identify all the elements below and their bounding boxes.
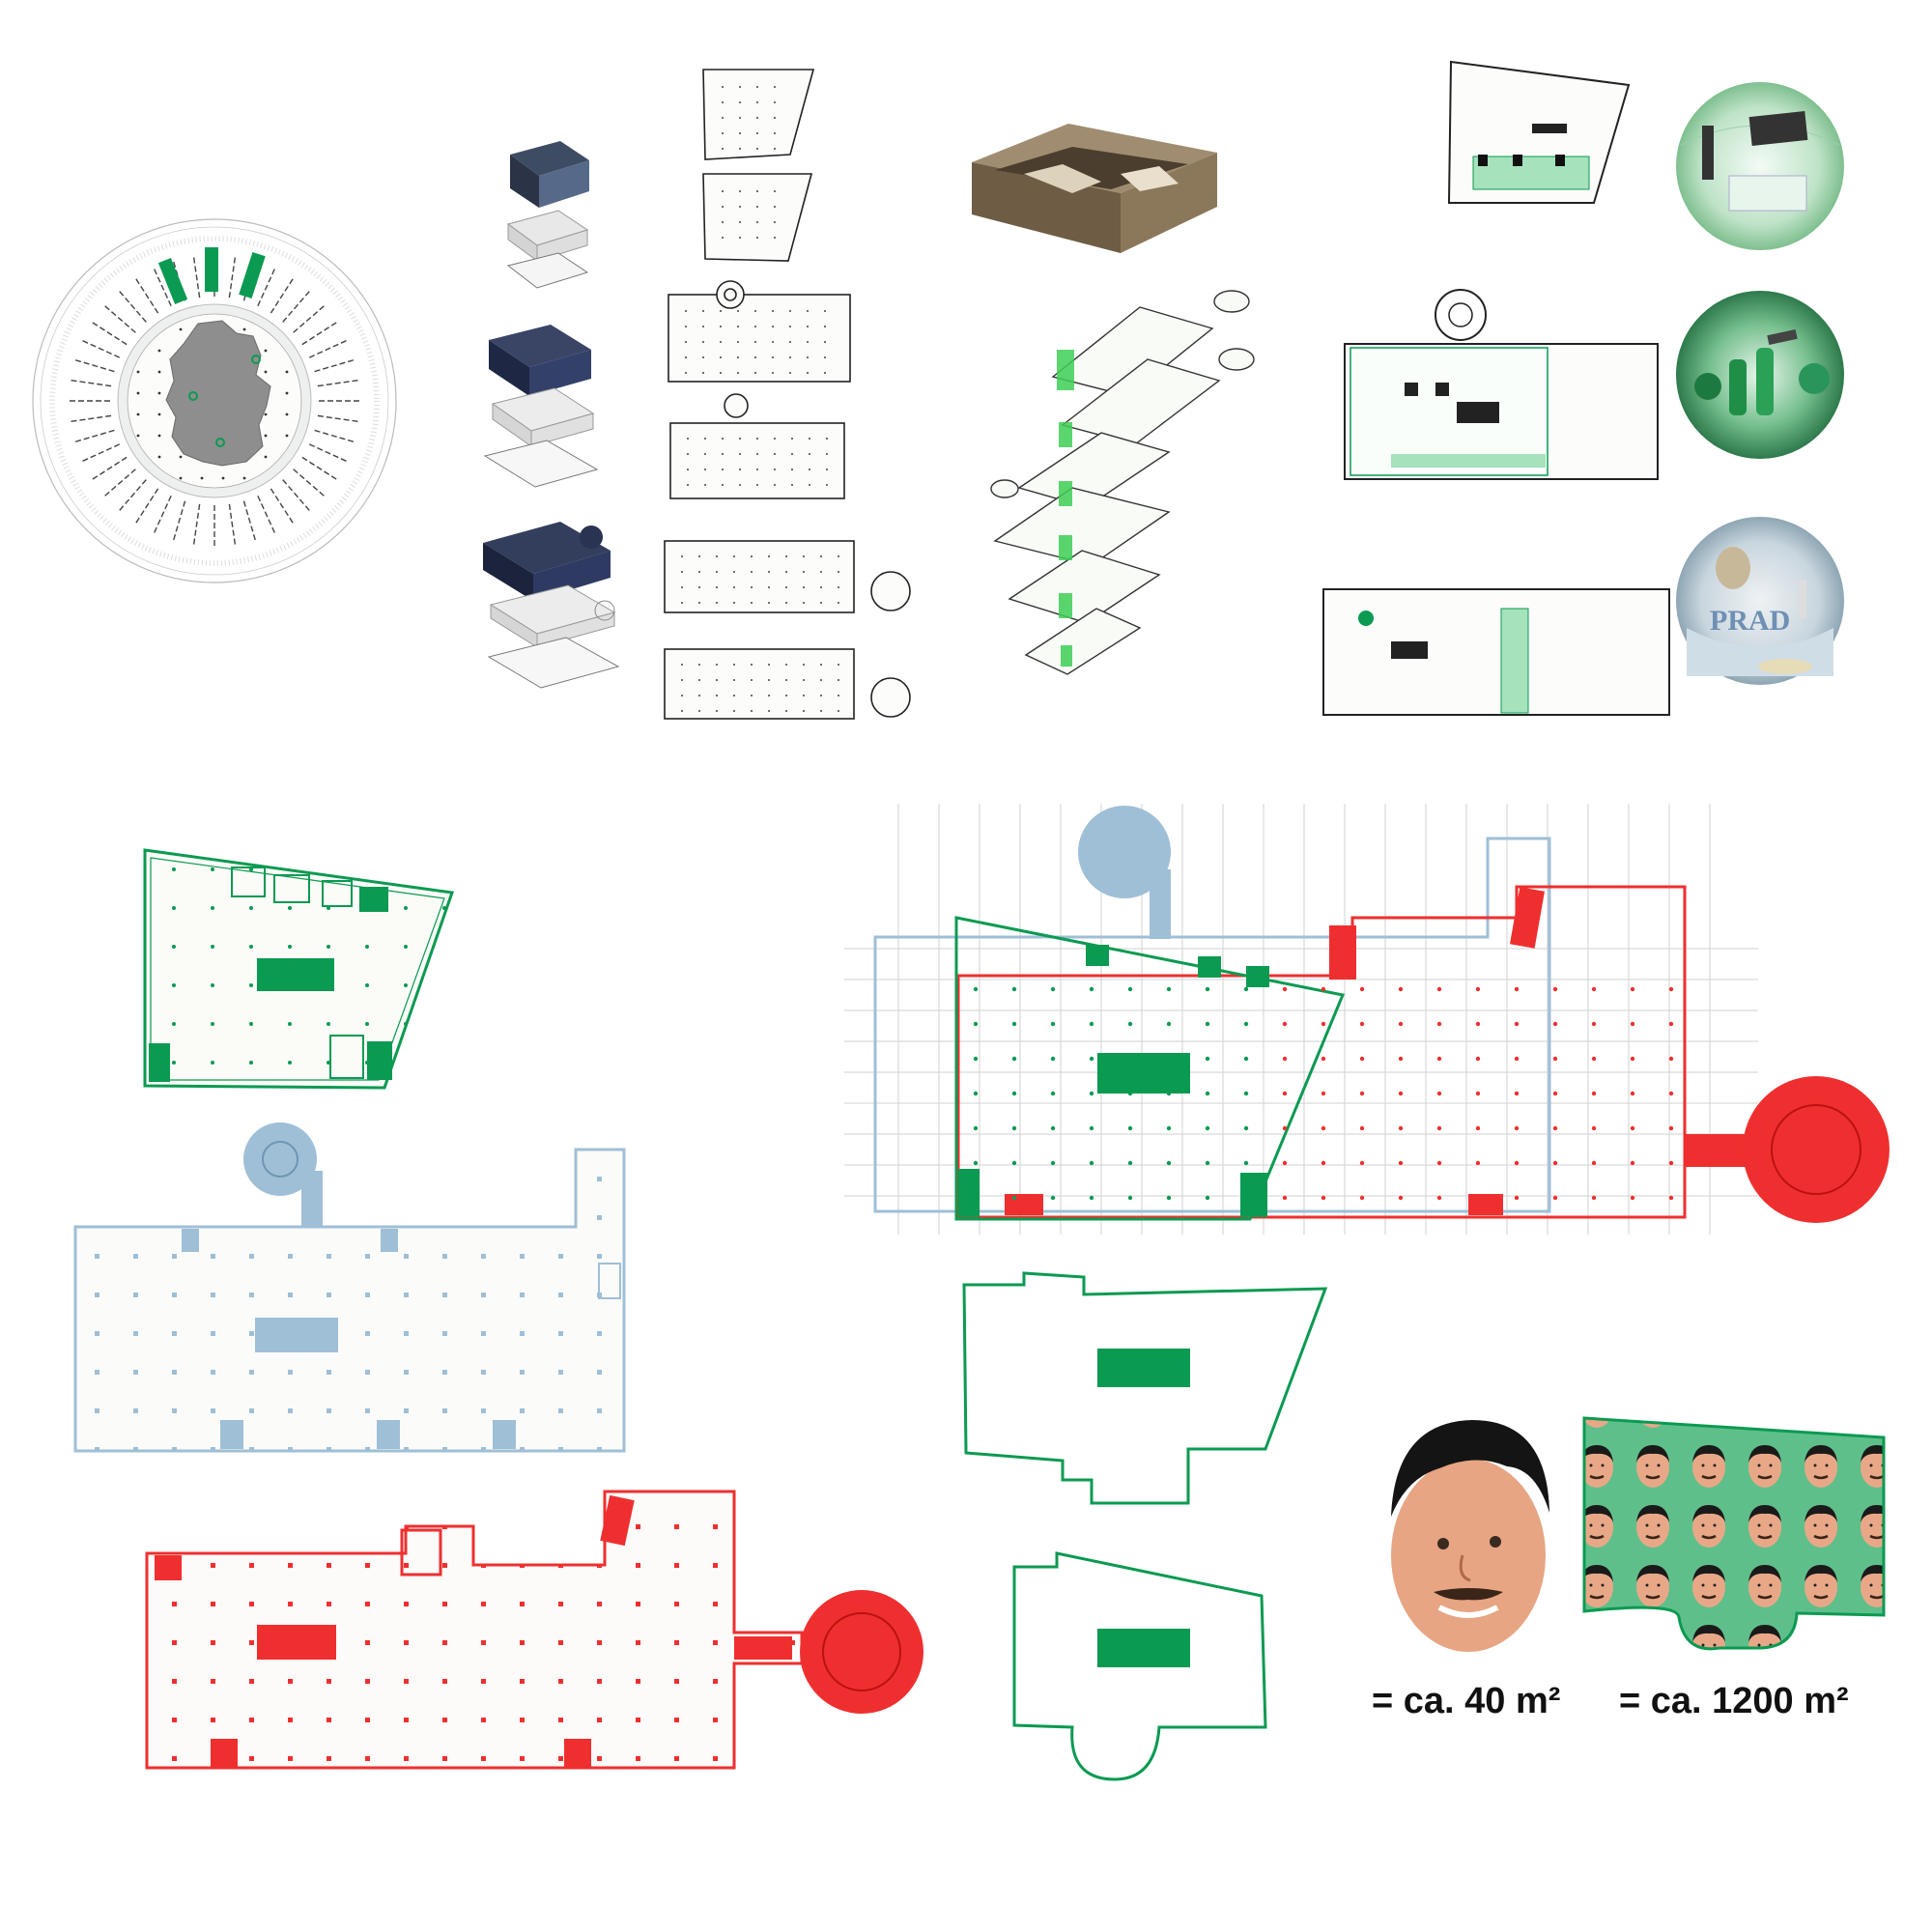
face-pattern-fill: [1582, 1416, 1886, 1651]
radial-germany-diagram: [32, 218, 397, 583]
face-area-label: = ca. 40 m²: [1372, 1681, 1561, 1721]
plan-green-3: [1322, 588, 1670, 716]
floorplan-column: [664, 69, 911, 720]
sphere-render-2: [1676, 291, 1844, 459]
plan-red-outline: [145, 1490, 923, 1770]
building-axonometric-2: [483, 325, 599, 488]
stacked-floors-axo: [990, 290, 1255, 675]
floorplan-column-dots: [681, 86, 839, 712]
green-outline-shape-2: [1012, 1551, 1267, 1781]
svg-text:PRAD: PRAD: [1710, 605, 1790, 637]
sphere-render-3: PRAD: [1676, 517, 1844, 685]
building-axonometric-1: [506, 141, 589, 289]
overlay-grid-dots: [973, 986, 1674, 1201]
plan-blue-outline: [73, 1122, 626, 1453]
plan-green-1: [1447, 60, 1631, 204]
overlay-comparison: [844, 804, 1889, 1235]
green-atrium-core: [1057, 350, 1074, 667]
interior-model-render: [972, 124, 1217, 253]
portrait-face-icon: [1391, 1420, 1549, 1652]
plan-green-outline: [143, 848, 455, 1090]
sphere-render-1: [1676, 82, 1844, 250]
germany-map-shape: [165, 320, 271, 467]
pattern-area-label: = ca. 1200 m²: [1619, 1681, 1849, 1721]
plan-green-2: [1344, 289, 1659, 480]
green-outline-shape-1: [962, 1271, 1328, 1505]
building-axonometric-3: [483, 522, 620, 689]
